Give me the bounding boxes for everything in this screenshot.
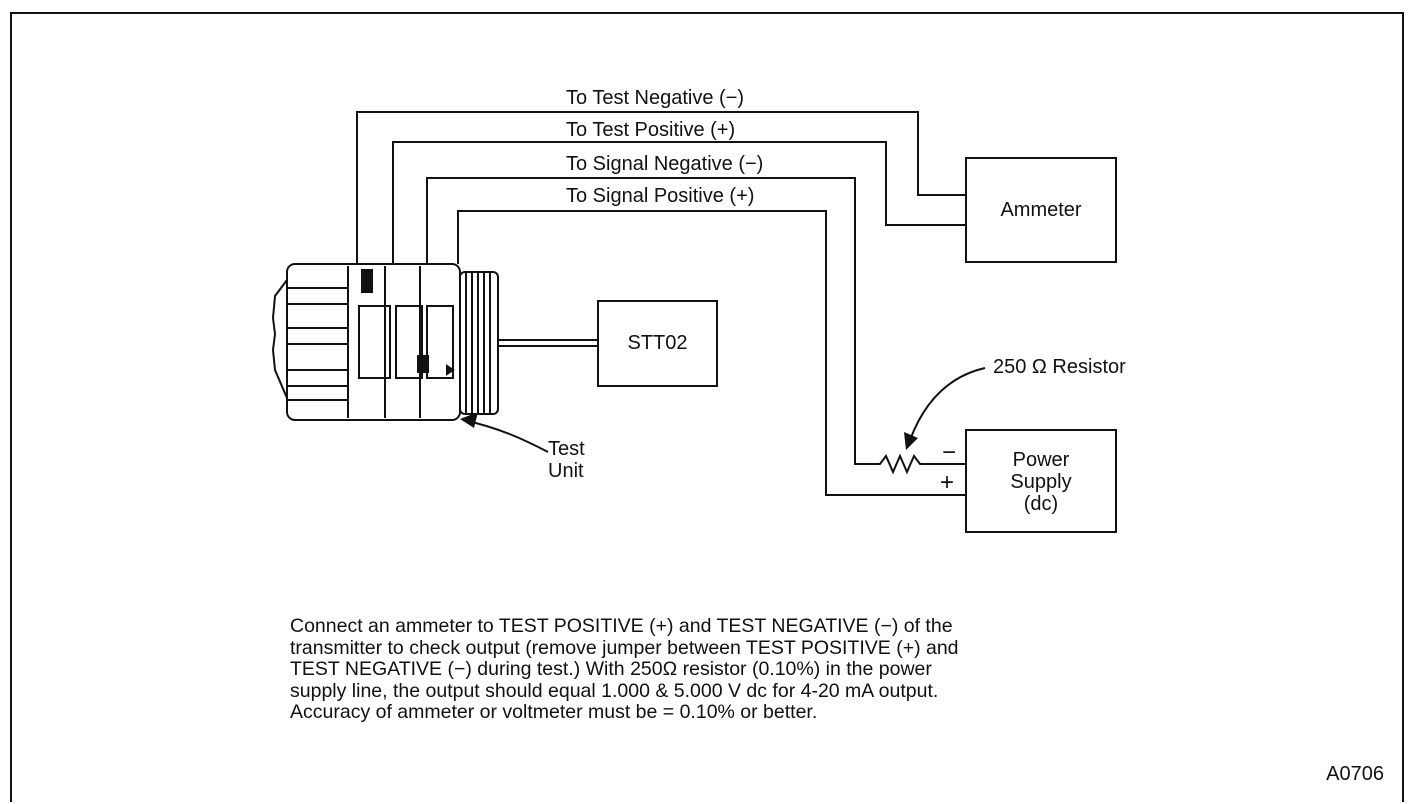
test-unit-line-2: Unit [548,460,584,482]
power-supply-line-1: Power [1012,449,1070,471]
wire-signal-negative [426,177,873,465]
ammeter-label: Ammeter [1000,199,1082,221]
power-supply-line-3: (dc) [1023,493,1059,515]
diagram-frame [10,12,1404,802]
resistor-label: 250 Ω Resistor [993,356,1126,378]
note-line-4: supply line, the output should equal 1.0… [290,679,939,702]
note-line-5: Accuracy of ammeter or voltmeter must be… [290,701,818,724]
resistor-symbol [873,453,966,475]
plus-terminal: + [940,469,955,496]
test-unit-label: Test Unit [548,438,628,482]
figure-id: A0706 [1326,763,1384,785]
power-supply-label: Power Supply (dc) [966,449,1116,515]
test-unit-arrow [462,419,549,453]
wire-signal-positive [457,210,966,496]
power-supply-line-2: Supply [1010,471,1072,493]
stt02-box [597,300,718,387]
label-signal-positive: To Signal Positive (+) [566,185,755,207]
note-line-3: TEST NEGATIVE (−) during test.) With 250… [290,658,932,681]
test-unit-device [271,263,499,421]
test-unit-line-1: Test [548,438,585,460]
note-line-1: Connect an ammeter to TEST POSITIVE (+) … [290,615,953,637]
label-test-positive: To Test Positive (+) [566,119,736,141]
resistor-arrow [909,367,986,441]
note-line-2: transmitter to check output (remove jump… [290,636,959,659]
ammeter-box [965,157,1117,263]
wire-test-positive [392,141,966,264]
minus-terminal: − [942,439,957,466]
label-test-negative: To Test Negative (−) [566,87,745,109]
power-supply-box [965,429,1117,533]
instruction-note: Connect an ammeter to TEST POSITIVE (+) … [290,615,1190,724]
wire-test-negative [356,111,966,264]
stt02-label: STT02 [627,332,688,354]
label-signal-negative: To Signal Negative (−) [566,153,764,175]
